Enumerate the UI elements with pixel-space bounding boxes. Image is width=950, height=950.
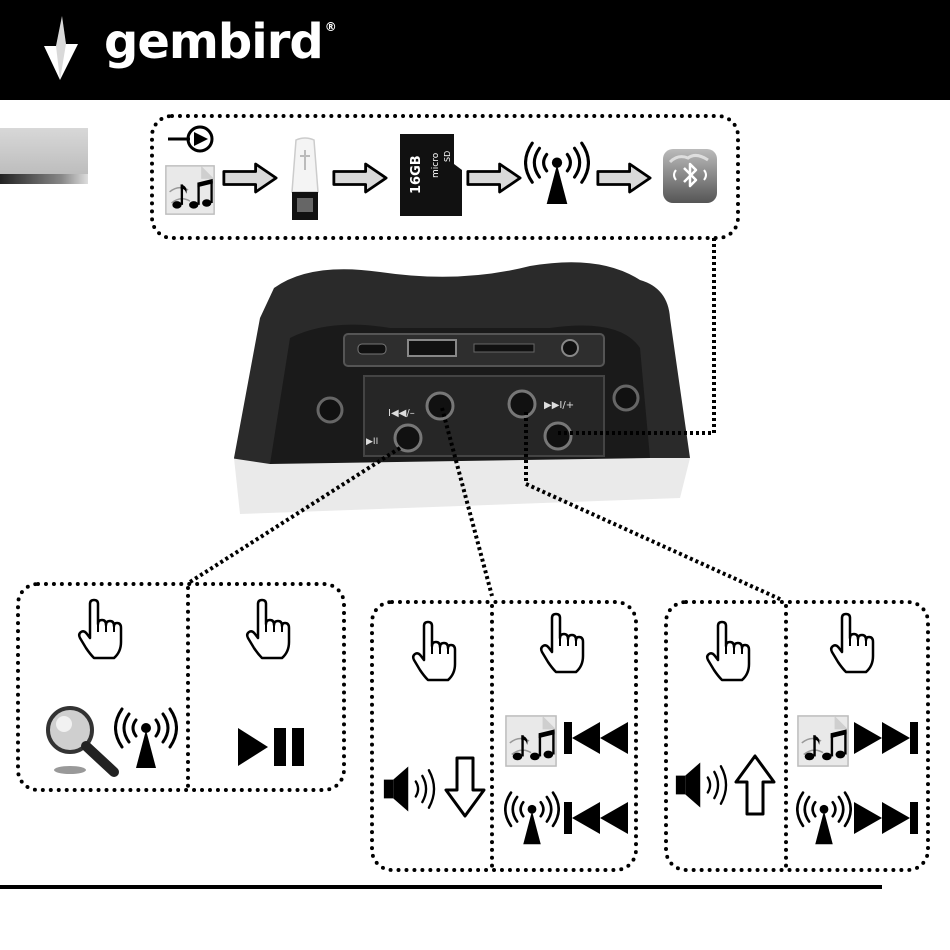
tap-hand-icon: [76, 598, 124, 662]
tap-hand-icon: [828, 612, 876, 676]
arrow-right-icon: [596, 162, 652, 194]
usb-flash-drive-icon: [286, 136, 324, 222]
arrow-right-icon: [466, 162, 522, 194]
tap-hand-icon: [410, 620, 458, 684]
next-track-icon: [854, 800, 918, 836]
next-volume-label: ▶▶I/+: [544, 400, 574, 411]
tap-hand-icon: [244, 598, 292, 662]
radio-broadcast-icon: [524, 140, 590, 206]
bottom-rule: [0, 885, 882, 889]
tap-hand-icon: [538, 612, 586, 676]
radio-broadcast-icon: [504, 790, 560, 846]
brand-name: gembird®: [104, 14, 336, 70]
arrow-right-icon: [332, 162, 388, 194]
previous-track-icon: [564, 720, 628, 756]
mode-device-button: [545, 423, 571, 449]
play-pause-device-button: [395, 425, 421, 451]
trademark-symbol: ®: [325, 20, 336, 34]
music-file-icon: [164, 164, 216, 216]
panel-divider: [490, 604, 494, 868]
volume-icon: [382, 762, 442, 816]
music-file-icon: [796, 714, 850, 768]
language-tab: [0, 128, 88, 174]
arrow-right-icon: [222, 162, 278, 194]
play-pause-label: ▶II: [366, 437, 378, 447]
panel-divider: [784, 604, 788, 868]
radio-broadcast-icon: [114, 706, 178, 770]
previous-track-icon: [564, 800, 628, 836]
svg-text:16GB: 16GB: [409, 155, 424, 194]
panel-divider: [186, 586, 190, 788]
micro-sd-card-icon: 16GB micro SD: [398, 132, 464, 218]
volume-icon: [674, 758, 734, 812]
speaker-device-photo: I◀◀/– ▶▶I/+ ▶II: [230, 258, 690, 518]
gembird-logo-icon: [40, 16, 82, 80]
svg-text:micro: micro: [431, 152, 441, 178]
volume-up-arrow-icon: [734, 754, 776, 816]
search-icon: [40, 702, 120, 780]
language-tab-bar: [0, 174, 88, 184]
next-track-icon: [854, 720, 918, 756]
music-file-icon: [504, 714, 558, 768]
header-bar: gembird®: [0, 0, 950, 100]
svg-text:SD: SD: [443, 151, 452, 162]
input-icon: [166, 124, 218, 154]
tap-hand-icon: [704, 620, 752, 684]
bluetooth-icon: [662, 148, 718, 204]
next-device-button: [509, 391, 535, 417]
prev-volume-label: I◀◀/–: [388, 408, 415, 419]
radio-broadcast-icon: [796, 790, 852, 846]
play-pause-icon: [236, 726, 306, 768]
prev-device-button: [427, 393, 453, 419]
volume-down-arrow-icon: [444, 756, 486, 818]
